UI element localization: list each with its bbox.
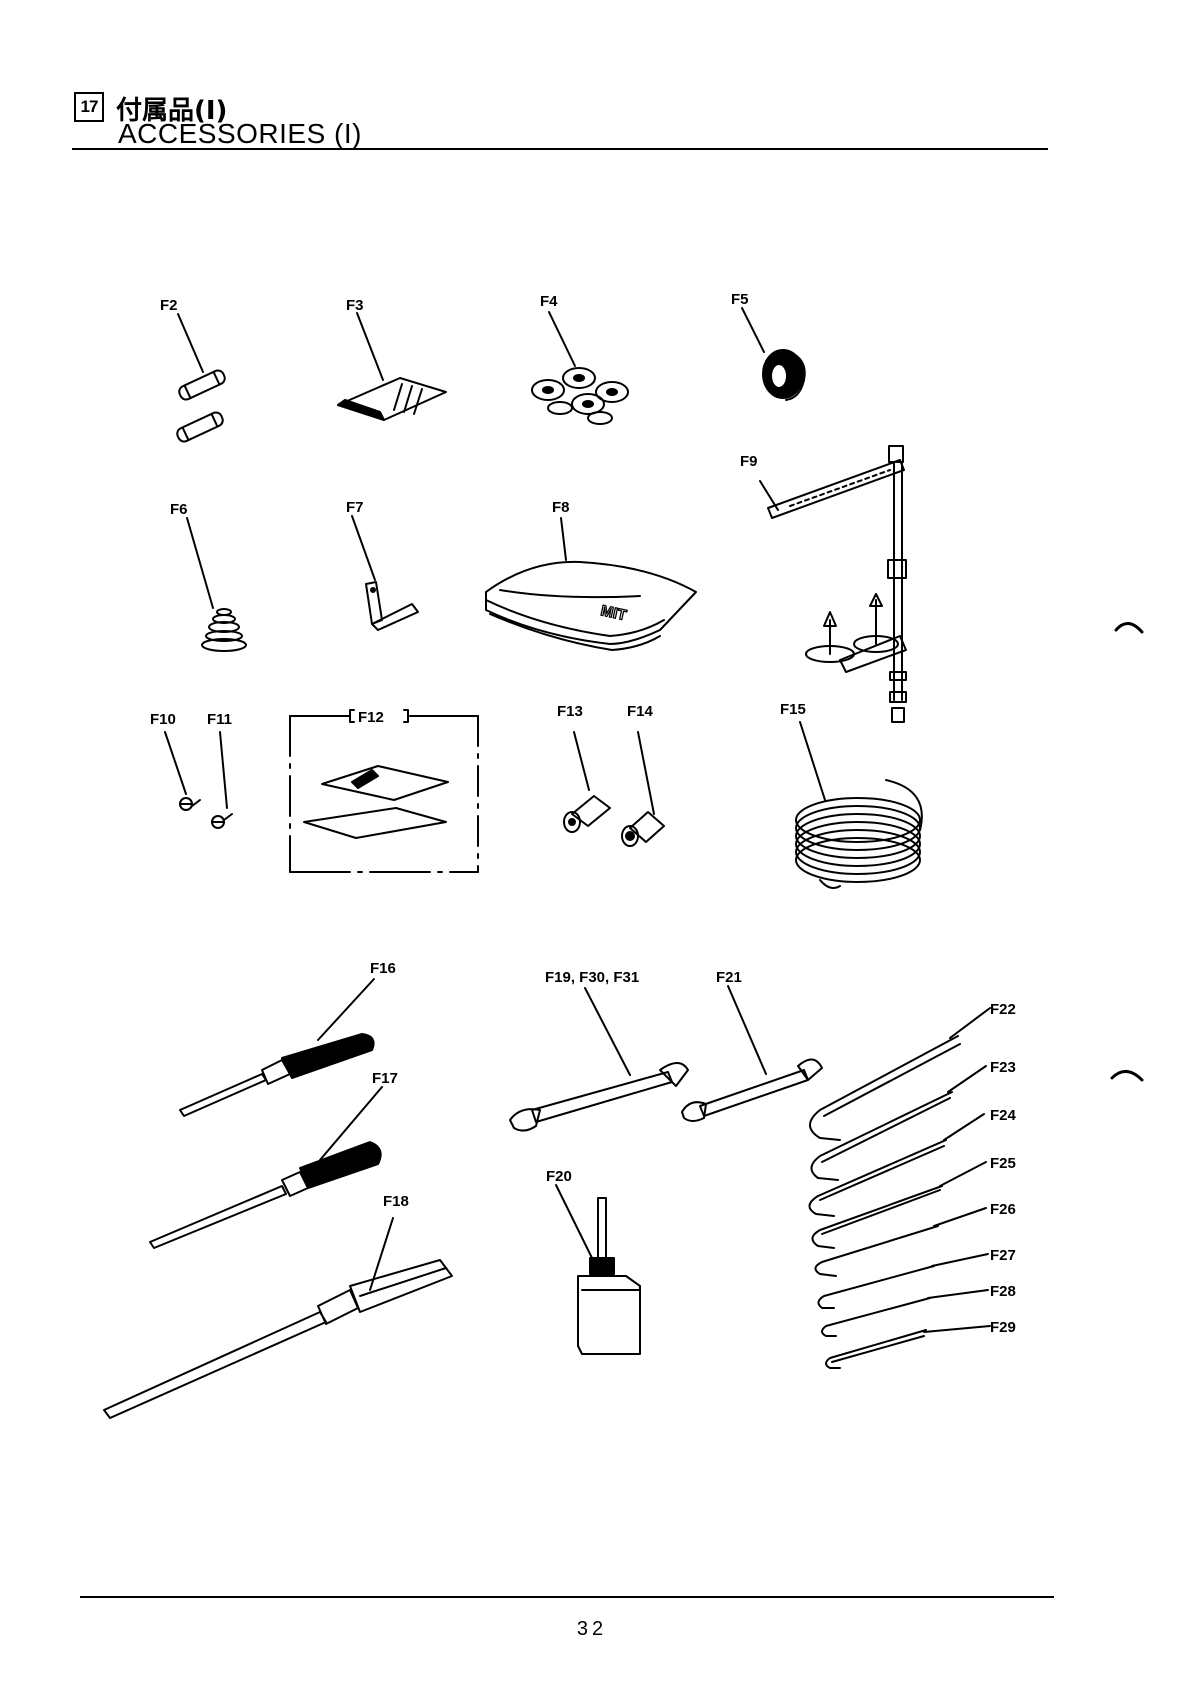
label-f14: F14: [627, 703, 654, 720]
fittings-drawing: [564, 732, 664, 846]
label-f28: F28: [990, 1283, 1016, 1300]
label-f7: F7: [346, 499, 364, 516]
bobbins-drawing: [532, 312, 628, 424]
label-f18: F18: [383, 1193, 409, 1210]
label-f20: F20: [546, 1168, 572, 1185]
rubber-ring-drawing: [742, 308, 805, 400]
label-f11: F11: [207, 711, 232, 728]
label-f12: F12: [358, 709, 384, 726]
thread-stand-drawing: [760, 446, 906, 722]
label-f15: F15: [780, 701, 806, 718]
label-f10: F10: [150, 711, 176, 728]
page-number: 32: [0, 1618, 1184, 1641]
label-f24: F24: [990, 1107, 1017, 1124]
screwdriver-small-drawing: [180, 979, 374, 1116]
label-f5: F5: [731, 291, 749, 308]
fuse-drawing: [175, 314, 226, 443]
hex-key-small-drawing: [352, 516, 418, 630]
label-f23: F23: [990, 1059, 1016, 1076]
label-f16: F16: [370, 960, 396, 977]
label-f8: F8: [552, 499, 570, 516]
label-f25: F25: [990, 1155, 1016, 1172]
label-f17: F17: [372, 1070, 398, 1087]
wrench-long-drawing: [510, 988, 688, 1131]
label-f4: F4: [540, 293, 558, 310]
label-f29: F29: [990, 1319, 1016, 1336]
scan-mark: [1112, 1071, 1142, 1080]
label-f13: F13: [557, 703, 583, 720]
label-f3: F3: [346, 297, 364, 314]
cover-cloth-drawing: MIT: [486, 518, 696, 650]
hex-keys-set-drawing: [809, 1008, 990, 1368]
screwdriver-medium-drawing: [150, 1087, 382, 1248]
label-f26: F26: [990, 1201, 1016, 1218]
spring-drawing: [187, 518, 246, 651]
label-f2: F2: [160, 297, 178, 314]
scan-mark: [1116, 623, 1142, 632]
label-f27: F27: [990, 1247, 1016, 1264]
label-f22: F22: [990, 1001, 1016, 1018]
label-f21: F21: [716, 969, 742, 986]
wrench-short-drawing: [682, 986, 822, 1121]
oiler-bottle-drawing: [556, 1185, 640, 1354]
oil-tube-coil-drawing: [796, 722, 922, 888]
instruction-kit-box: [290, 710, 478, 872]
label-f9: F9: [740, 453, 758, 470]
screws-drawing: [165, 732, 232, 828]
label-f19-f30-f31: F19, F30, F31: [545, 969, 639, 986]
needle-packet-drawing: [338, 313, 446, 420]
svg-text:MIT: MIT: [599, 602, 628, 624]
label-f6: F6: [170, 501, 188, 518]
footer-rule: [80, 1596, 1054, 1598]
